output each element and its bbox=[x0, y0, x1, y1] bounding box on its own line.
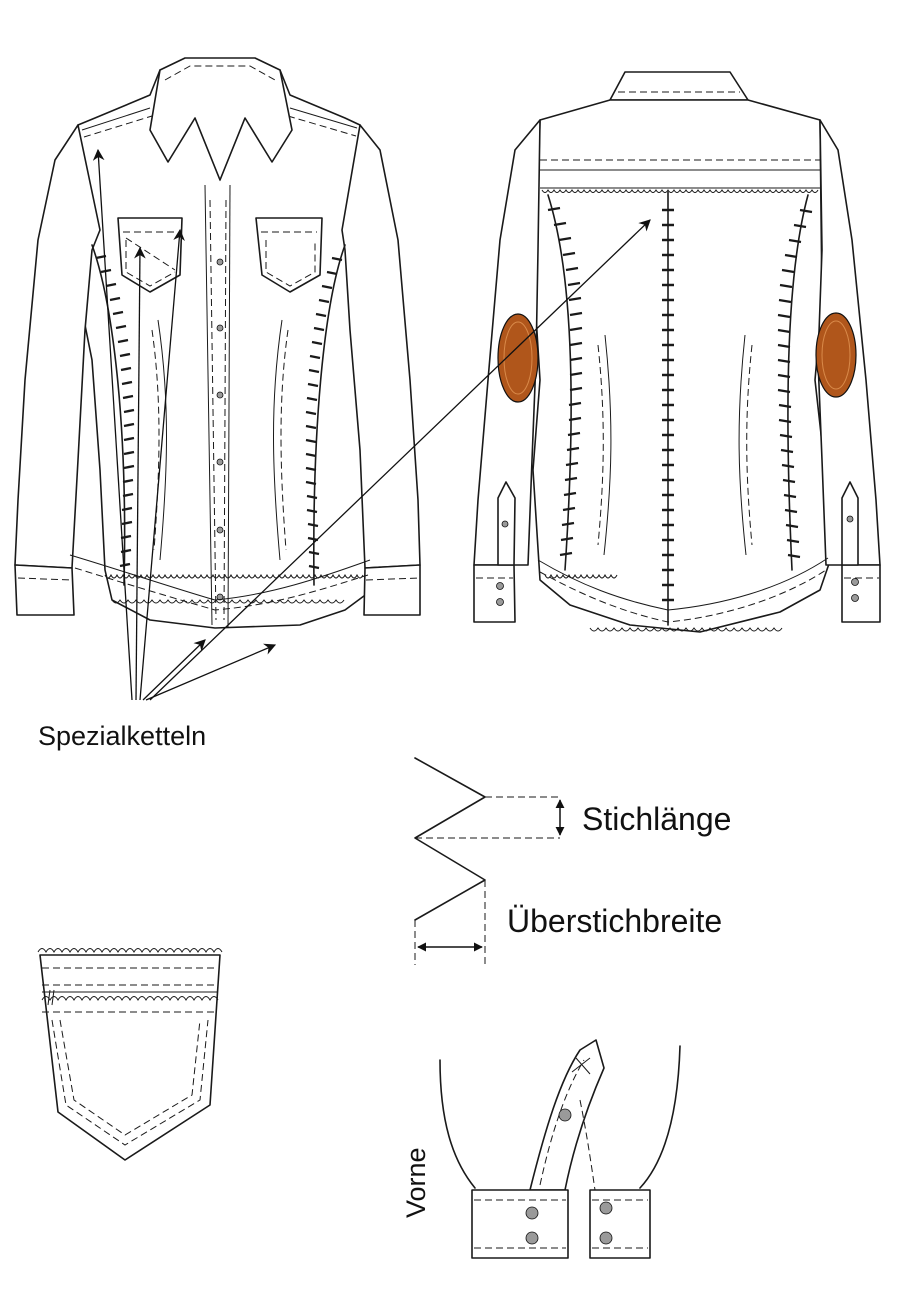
front-left-sleeve bbox=[14, 124, 101, 569]
special-stitch-label: Spezialketteln bbox=[38, 721, 206, 751]
front-buttons bbox=[216, 258, 224, 601]
back-right-cuff bbox=[841, 564, 881, 623]
back-shirt bbox=[473, 71, 881, 633]
front-left-pocket bbox=[117, 217, 183, 293]
stitch-diagram: Stichlänge Überstichbreite bbox=[414, 757, 731, 965]
front-side-seam-stitches bbox=[95, 254, 343, 570]
front-left-cuff bbox=[14, 564, 75, 616]
back-seam-stitches bbox=[547, 206, 813, 602]
overstitch-width-label: Überstichbreite bbox=[507, 903, 722, 939]
pocket-detail bbox=[37, 948, 223, 1161]
elbow-patch-left bbox=[497, 313, 539, 403]
callout-arrows: Spezialketteln bbox=[38, 148, 651, 751]
back-collar bbox=[609, 71, 749, 101]
front-label: Vorne bbox=[401, 1147, 431, 1218]
front-shirt bbox=[14, 57, 421, 629]
front-right-pocket bbox=[255, 217, 323, 293]
back-left-cuff bbox=[473, 564, 516, 623]
elbow-patch-right bbox=[815, 312, 857, 398]
back-shirt-body bbox=[532, 99, 833, 633]
cuff-left bbox=[471, 1189, 569, 1259]
back-right-placket bbox=[841, 481, 859, 566]
cuff-detail: Vorne bbox=[401, 1039, 681, 1259]
front-right-cuff bbox=[363, 564, 421, 616]
stitch-length-label: Stichlänge bbox=[582, 801, 731, 837]
front-collar bbox=[149, 57, 293, 181]
